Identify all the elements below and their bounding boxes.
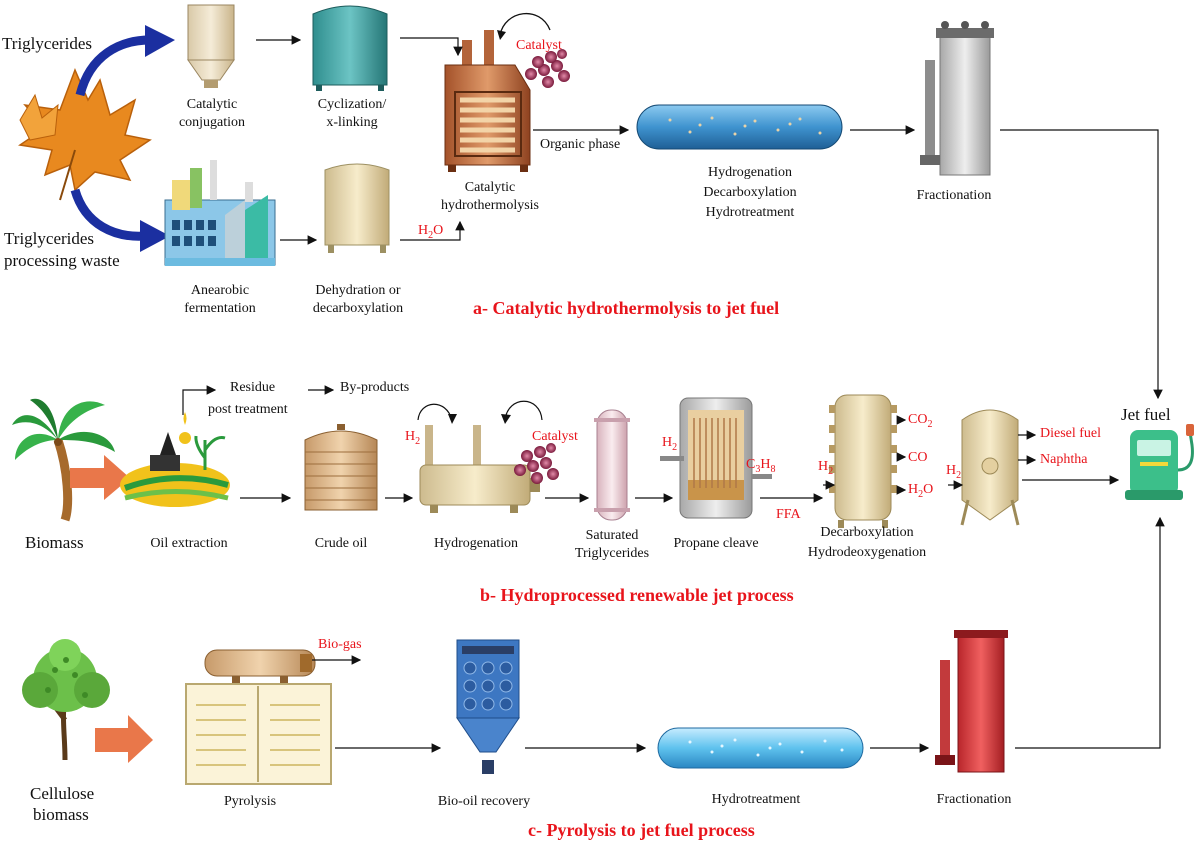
catalyst-loop-arrow-b — [501, 400, 543, 424]
fractionation-column-red-icon — [935, 630, 1008, 773]
oil-extraction-label: Oil extraction — [150, 536, 228, 551]
catalyst-label-a: Catalyst — [516, 38, 562, 53]
fermentation-label-line1: Anearobic — [190, 283, 250, 298]
byproducts-label: By-products — [340, 380, 410, 395]
cellulose-label-line2: biomass — [33, 805, 89, 824]
propane-cleave-label: Propane cleave — [673, 536, 759, 551]
fractionation-label-a: Fractionation — [916, 188, 992, 203]
saturated-column-icon — [594, 409, 630, 521]
h2o-label-b: H2O — [908, 482, 934, 500]
triglycerides-waste-label-line2: processing waste — [4, 251, 120, 270]
dehydration-label-line1: Dehydration or — [315, 283, 401, 298]
dehydration-label-line2: decarboxylation — [312, 301, 404, 316]
triglycerides-waste-label-line1: Triglycerides — [4, 229, 95, 248]
orange-arrow-icon — [70, 455, 130, 500]
hydrogenation-label-a-line3: Hydrotreatment — [705, 205, 795, 220]
hydrotreatment-label: Hydrotreatment — [711, 792, 801, 807]
panel-a-connectors — [256, 35, 1163, 400]
hydrogenation-reactor-icon — [419, 425, 540, 513]
biogas-label: Bio-gas — [318, 637, 362, 652]
hydrogenation-label-a-line2: Decarboxylation — [703, 185, 797, 200]
decarboxylation-label-line2: Hydrodeoxygenation — [807, 545, 927, 560]
jet-fuel-label: Jet fuel — [1121, 405, 1171, 424]
conjugation-label-line2: conjugation — [178, 115, 246, 130]
panel-b-title: b- Hydroprocessed renewable jet process — [480, 585, 794, 605]
fermentation-label-line2: fermentation — [184, 301, 256, 316]
orange-arrow-c-icon — [95, 715, 153, 763]
naphtha-label: Naphtha — [1040, 452, 1088, 467]
palm-tree-icon — [12, 398, 115, 522]
bio-oil-recovery-label: Bio-oil recovery — [437, 794, 531, 809]
saturated-label-line2: Triglycerides — [574, 546, 650, 561]
water-label-a: H2O — [418, 223, 444, 241]
cellulose-label-line1: Cellulose — [30, 784, 95, 803]
fractionation-column-icon — [920, 21, 994, 176]
hydrothermolysis-label-line2: hydrothermolysis — [441, 198, 539, 213]
residue-label-line1: Residue — [230, 380, 276, 395]
fuel-pump-icon — [1125, 424, 1194, 500]
propane-cleave-vessel-icon — [660, 397, 772, 519]
maple-leaves-icon — [18, 67, 152, 201]
panel-c-connectors — [312, 516, 1165, 753]
panel-b-connectors — [182, 385, 1120, 503]
cyclization-label-line1: Cyclization/ — [317, 97, 387, 112]
oil-extraction-icon — [120, 412, 230, 507]
hydrogenation-vessel-blue-icon — [636, 104, 843, 150]
panel-a-title: a- Catalytic hydrothermolysis to jet fue… — [473, 298, 780, 318]
catalyst-loop-arrow — [497, 13, 551, 40]
panel-c-title: c- Pyrolysis to jet fuel process — [528, 820, 755, 840]
cyclization-label-line2: x-linking — [326, 115, 378, 130]
fractionation-label-c: Fractionation — [936, 792, 1012, 807]
hydrothermolysis-label-line1: Catalytic — [464, 180, 516, 195]
saturated-label-line1: Saturated — [585, 528, 639, 543]
biomass-label: Biomass — [25, 533, 84, 552]
organic-phase-label: Organic phase — [540, 137, 621, 152]
h2-label-hydrogenation: H2 — [405, 429, 421, 447]
hydrotreatment-vessel-icon — [657, 727, 864, 769]
pyrolysis-furnace-icon — [185, 649, 332, 785]
h2-label-propane: H2 — [662, 435, 678, 453]
decarboxylation-column-icon — [829, 394, 897, 528]
h2-loop-arrow — [417, 403, 457, 424]
green-tree-icon — [22, 639, 110, 761]
catalyst-beads-icon — [525, 49, 570, 88]
triglycerides-input-label: Triglycerides — [2, 34, 93, 53]
dehydration-tank-icon — [324, 163, 390, 253]
cyclization-tank-icon — [312, 5, 388, 91]
factory-icon — [164, 160, 276, 266]
hydrogenation-label-a-line1: Hydrogenation — [708, 165, 792, 180]
catalyst-beads-b-icon — [514, 443, 559, 484]
h2-label-decarboxylation: H2 — [818, 459, 834, 477]
conjugation-label-line1: Catalytic — [186, 97, 238, 112]
separator-vessel-icon — [960, 409, 1020, 526]
blue-arrows-icon — [70, 25, 175, 252]
bio-oil-recovery-icon — [456, 639, 520, 774]
crude-oil-label: Crude oil — [314, 536, 368, 551]
diesel-fuel-label: Diesel fuel — [1040, 426, 1102, 441]
h2-label-separator: H2 — [946, 463, 962, 481]
pyrolysis-label: Pyrolysis — [223, 794, 277, 809]
co2-label: CO2 — [908, 412, 933, 430]
ffa-label: FFA — [776, 507, 801, 522]
residue-label-line2: post treatment — [208, 402, 288, 417]
conjugation-silo-icon — [187, 4, 235, 88]
hydrothermolysis-reactor-icon — [444, 30, 531, 172]
crude-oil-silo-icon — [304, 424, 378, 511]
co-label: CO — [908, 450, 928, 465]
catalyst-label-b: Catalyst — [532, 429, 578, 444]
c3h8-label: C3H8 — [746, 457, 776, 475]
hydrogenation-label-b: Hydrogenation — [434, 536, 518, 551]
decarboxylation-label-line1: Decarboxylation — [820, 525, 914, 540]
